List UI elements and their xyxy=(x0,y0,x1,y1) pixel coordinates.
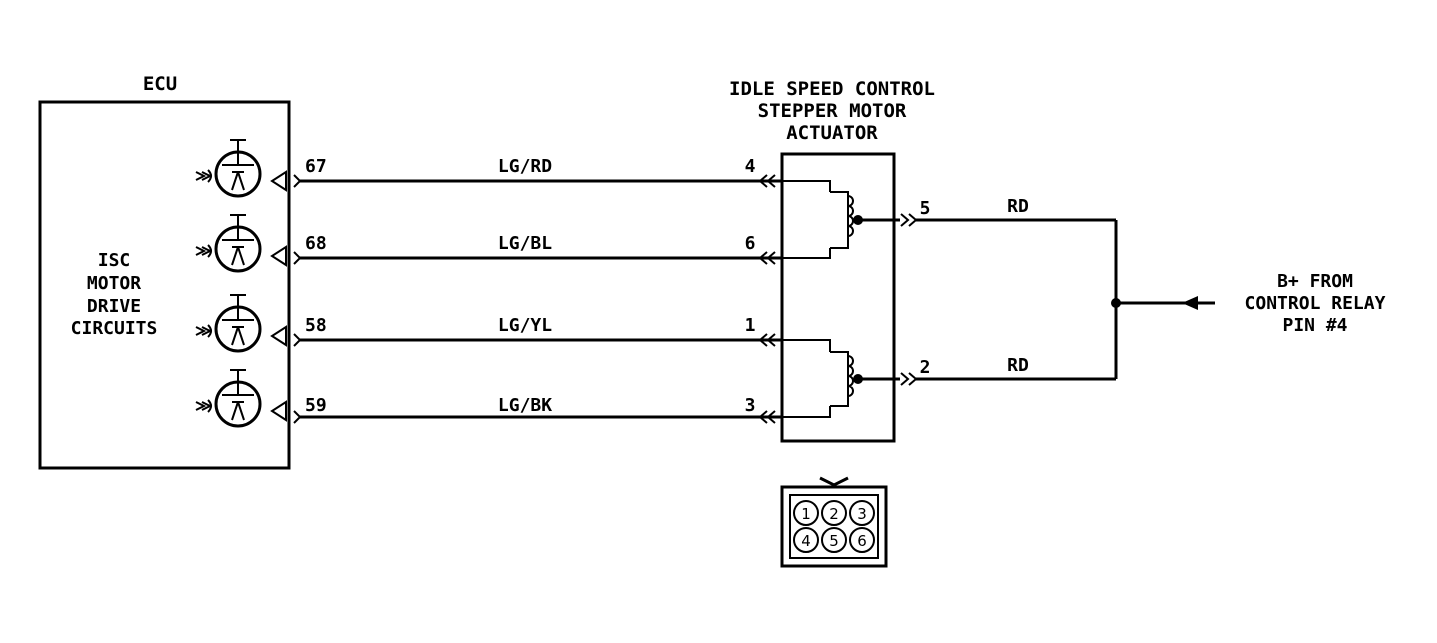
connector-pin-label: 6 xyxy=(857,532,867,550)
wire-color-label: LG/YL xyxy=(498,315,552,336)
ecu-box xyxy=(38,100,291,470)
connector-pin-label: 2 xyxy=(829,505,839,523)
ecu-title: ECU xyxy=(143,73,177,95)
wire-color-label: RD xyxy=(1007,355,1029,376)
signal-wire-4: 59 LG/BK 3 xyxy=(293,395,782,424)
actuator-title: IDLE SPEED CONTROL STEPPER MOTOR ACTUATO… xyxy=(729,78,935,144)
ecu-body-line-1: ISC xyxy=(98,250,131,271)
coil-icon xyxy=(782,339,863,418)
actuator-title-line-3: ACTUATOR xyxy=(786,122,878,144)
connector-face: 1 2 3 4 5 6 xyxy=(780,476,888,568)
wire-color-label: LG/RD xyxy=(498,156,552,177)
connector-arrow-icon xyxy=(293,174,302,188)
actuator-pin-label: 1 xyxy=(745,315,756,336)
wire-color-label: LG/BL xyxy=(498,233,552,254)
actuator-pin-label: 2 xyxy=(920,357,931,378)
actuator-title-line-1: IDLE SPEED CONTROL xyxy=(729,78,935,100)
connector-arrow-icon xyxy=(900,372,918,386)
arrow-left-icon xyxy=(1182,296,1198,310)
power-wire-1: 5 RD xyxy=(858,196,1116,227)
source-line-1: B+ FROM xyxy=(1277,271,1353,292)
connector-pin xyxy=(849,500,875,526)
source-line-3: PIN #4 xyxy=(1282,315,1347,336)
actuator-pin-label: 5 xyxy=(920,198,931,219)
transistor-icon xyxy=(195,139,287,198)
connector-pin-label: 5 xyxy=(829,532,839,550)
connector-arrow-icon xyxy=(900,213,918,227)
transistor-icon xyxy=(195,369,287,428)
connector-arrow-icon xyxy=(758,251,776,265)
actuator-pin-label: 3 xyxy=(745,395,756,416)
ecu-body-line-3: DRIVE xyxy=(87,296,141,317)
connector-arrow-icon xyxy=(293,333,302,347)
coil-icon xyxy=(782,180,863,259)
actuator-box xyxy=(780,152,896,443)
actuator-pin-label: 4 xyxy=(745,156,756,177)
ecu-pin-label: 59 xyxy=(305,395,327,416)
actuator-title-line-2: STEPPER MOTOR xyxy=(758,100,907,122)
actuator-pin-label: 6 xyxy=(745,233,756,254)
connector-pin xyxy=(793,527,819,553)
wire-color-label: LG/BK xyxy=(498,395,552,416)
source-line-2: CONTROL RELAY xyxy=(1245,293,1386,314)
ecu-body-line-4: CIRCUITS xyxy=(71,318,158,339)
ecu-body-label: ISC MOTOR DRIVE CIRCUITS xyxy=(71,250,158,339)
connector-arrow-icon xyxy=(293,251,302,265)
signal-wire-1: 67 LG/RD 4 xyxy=(293,156,782,188)
transistor-icon xyxy=(195,294,287,353)
connector-pin xyxy=(849,527,875,553)
connector-pin xyxy=(793,500,819,526)
wire-color-label: RD xyxy=(1007,196,1029,217)
transistor-icon xyxy=(195,214,287,273)
signal-wire-2: 68 LG/BL 6 xyxy=(293,233,782,265)
connector-arrow-icon xyxy=(293,410,302,424)
ecu-pin-label: 68 xyxy=(305,233,327,254)
power-source-label: B+ FROM CONTROL RELAY PIN #4 xyxy=(1245,271,1386,336)
power-wire-2: 2 RD xyxy=(858,355,1116,386)
ecu-body-line-2: MOTOR xyxy=(87,273,141,294)
connector-arrow-icon xyxy=(758,410,776,424)
signal-wire-3: 58 LG/YL 1 xyxy=(293,315,782,347)
connector-arrow-icon xyxy=(758,174,776,188)
connector-pin xyxy=(821,500,847,526)
connector-arrow-icon xyxy=(758,333,776,347)
connector-pin-label: 1 xyxy=(801,505,811,523)
connector-pin xyxy=(821,527,847,553)
connector-key-icon xyxy=(819,476,849,487)
connector-pin-label: 4 xyxy=(801,532,811,550)
ecu-pin-label: 67 xyxy=(305,156,327,177)
ecu-pin-label: 58 xyxy=(305,315,327,336)
connector-pin-label: 3 xyxy=(857,505,867,523)
